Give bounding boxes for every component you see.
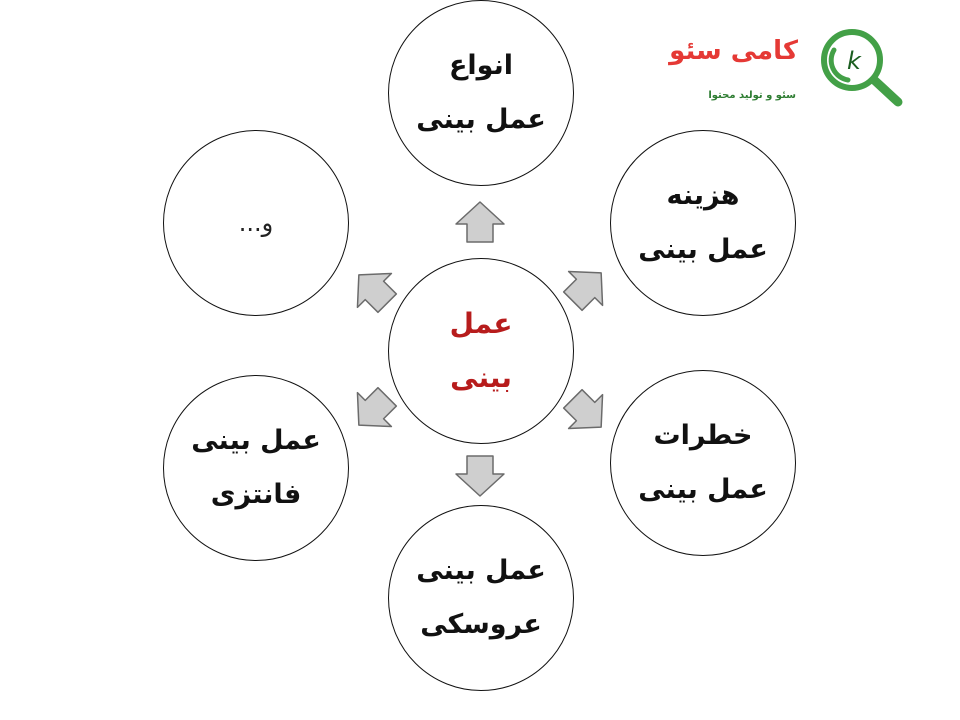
logo-mark-letter: k [847,47,862,75]
node-cost: هزینه عمل بینی [610,130,796,316]
node-center-line-2: بینی [450,361,512,394]
node-doll-nose-line-1: عمل بینی [416,555,546,586]
node-types-line-1: انواع [448,50,514,81]
logo-subtitle: سئو و تولید محتوا [708,90,796,101]
node-doll-nose: عمل بینی عروسکی [388,505,574,691]
arrow-to-doll-nose [455,455,505,497]
arrow-to-etc [356,272,398,314]
node-fantasy-nose-line-2: فانتزی [210,479,302,510]
node-risks-line-1: خطرات [653,420,753,451]
node-etc: و... [163,130,349,316]
node-center: عمل بینی [388,258,574,444]
arrow-to-fantasy-nose [356,386,398,428]
logo-title: کامی سئو [669,36,798,66]
arrow-to-cost [562,270,604,312]
node-doll-nose-line-2: عروسکی [420,609,542,640]
brand-logo: کامی سئو سئو و تولید محتوا k [668,28,908,118]
node-fantasy-nose: عمل بینی فانتزی [163,375,349,561]
node-types-line-2: عمل بینی [416,104,546,135]
node-etc-line-1: و... [238,209,274,237]
node-center-line-1: عمل [449,307,513,340]
node-types: انواع عمل بینی [388,0,574,186]
node-cost-line-1: هزینه [666,180,740,211]
node-cost-line-2: عمل بینی [638,234,768,265]
magnifier-icon: k [821,29,903,107]
arrow-to-types [455,201,505,243]
node-risks-line-2: عمل بینی [638,474,768,505]
arrow-to-risks [562,388,604,430]
node-fantasy-nose-line-1: عمل بینی [191,425,321,456]
node-risks: خطرات عمل بینی [610,370,796,556]
